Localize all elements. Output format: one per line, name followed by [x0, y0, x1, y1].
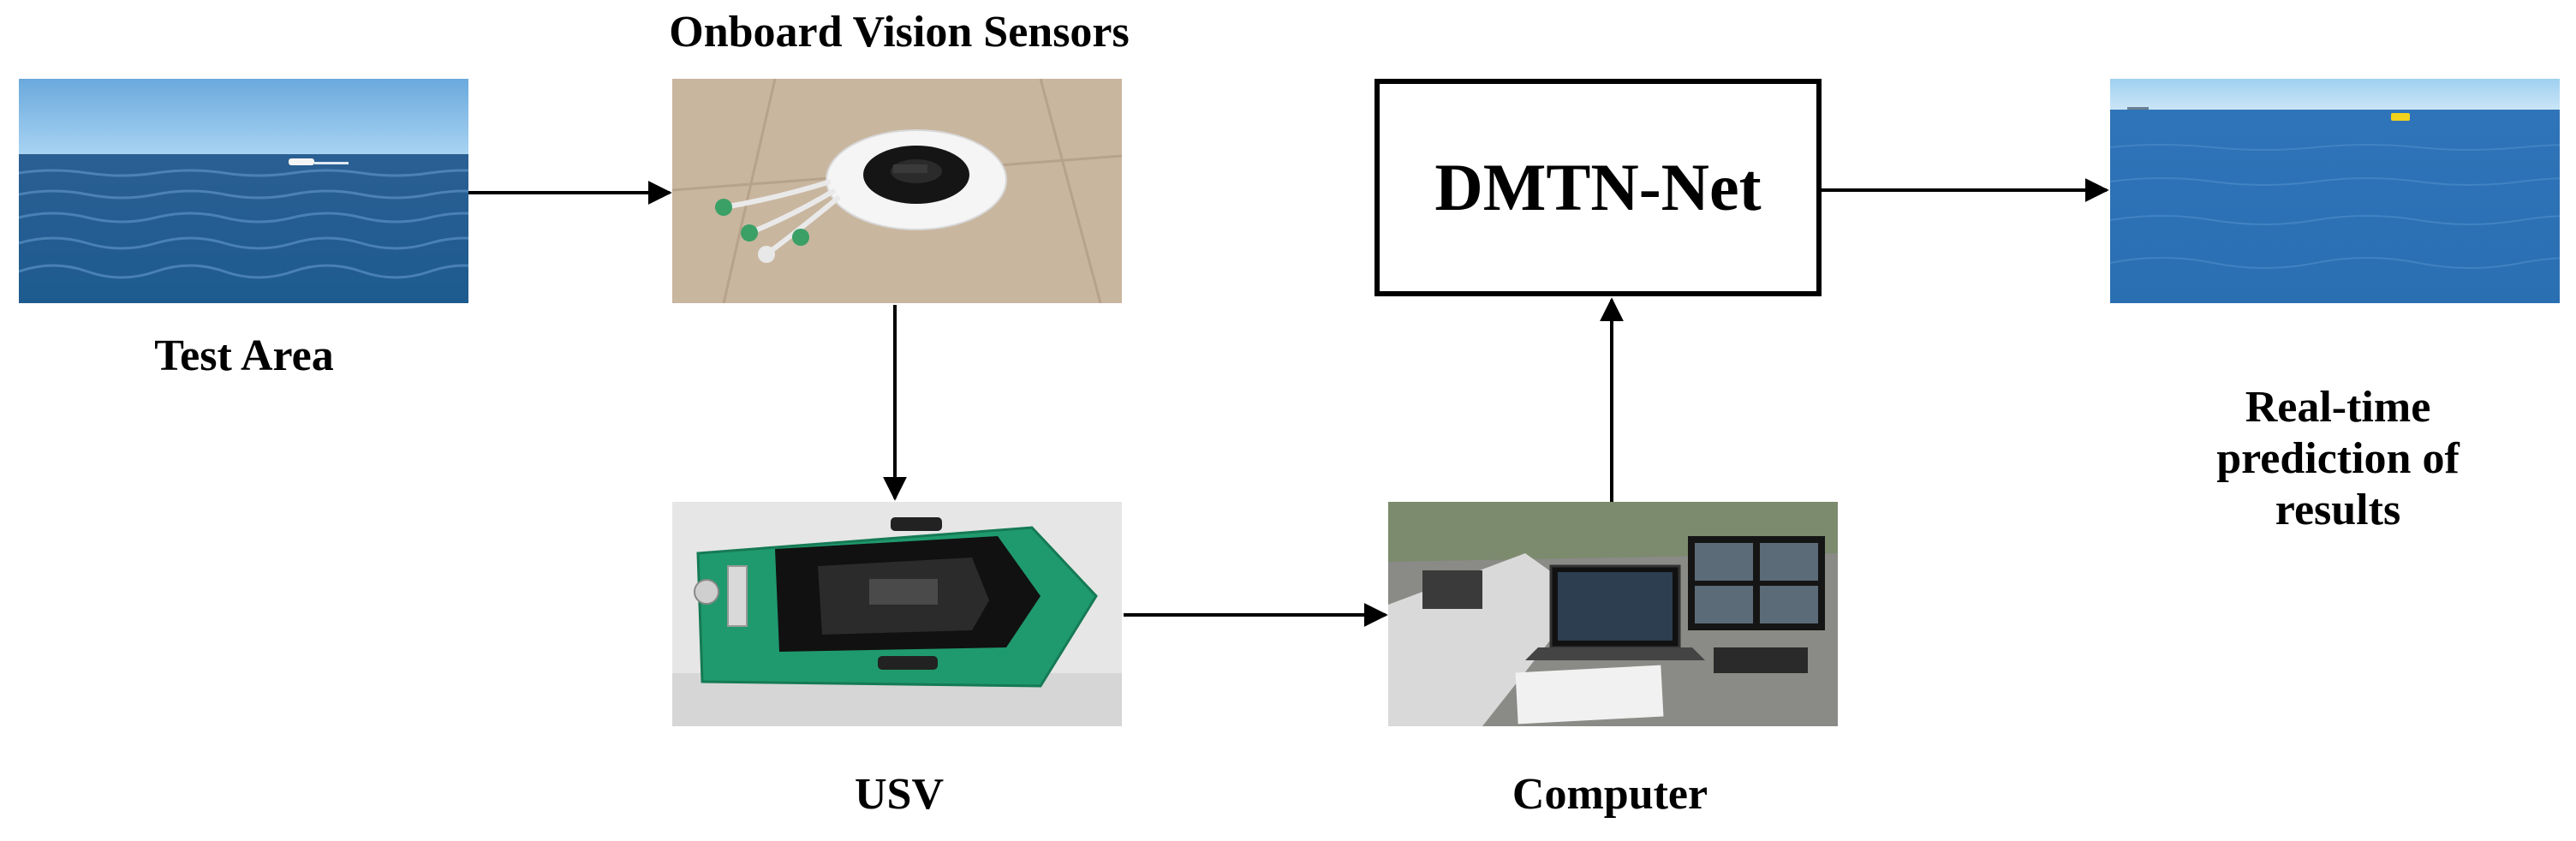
usv-label: USV [854, 770, 945, 819]
real-time-prediction-line-1: Real-time [2245, 383, 2431, 432]
real-time-prediction-photo [2110, 79, 2560, 303]
real-time-prediction-label: Real-time prediction of results [2158, 382, 2518, 535]
detection-box [2391, 113, 2410, 121]
dmtn-net-label: DMTN-Net [1434, 150, 1762, 224]
onboard-vision-sensors-photo [672, 79, 1122, 303]
usv-photo [672, 502, 1122, 726]
test-area-label: Test Area [154, 331, 334, 380]
computer-label: Computer [1512, 770, 1708, 819]
test-area-photo [19, 79, 468, 303]
dmtn-net-box: DMTN-Net [1374, 79, 1822, 296]
computer-photo [1388, 502, 1838, 726]
onboard-vision-sensors-label: Onboard Vision Sensors [669, 8, 1130, 57]
real-time-prediction-line-3: results [2275, 485, 2401, 534]
real-time-prediction-line-2: prediction of [2216, 433, 2460, 483]
